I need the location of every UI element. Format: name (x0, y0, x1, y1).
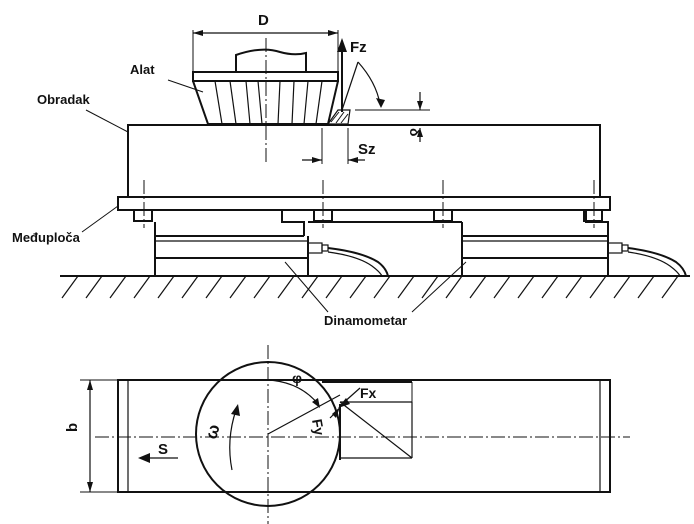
label-force-y: Fy (309, 418, 328, 437)
feed-direction: S (138, 441, 178, 463)
label-diameter: D (258, 12, 269, 29)
intermediate-plate: Međuploča (12, 196, 611, 245)
dynamometer-right (461, 210, 687, 277)
workpiece-plan (117, 379, 611, 493)
feed-sz: Sz (302, 128, 376, 164)
label-angle: φ (292, 370, 302, 386)
label-angular-velocity: ω (202, 422, 224, 441)
width-dimension: b (64, 379, 118, 493)
label-intermediate-plate: Međuploča (12, 230, 81, 245)
depth-dimension: δ (355, 92, 430, 142)
force-fz: Fz (337, 38, 385, 112)
angle-phi: φ (267, 370, 341, 435)
label-depth: δ (407, 128, 423, 137)
label-force-x: Fx (360, 385, 377, 401)
force-vectors: Fx Fy (309, 381, 413, 460)
label-feed-dir: S (158, 441, 168, 458)
tool-callout: Alat (130, 62, 204, 93)
rotation-arrow: ω (202, 404, 240, 471)
dynamometer-left (154, 210, 389, 277)
dynamometer-callout: Dinamometar (284, 261, 467, 328)
label-dynamometer: Dinamometar (324, 313, 407, 328)
ground-hatching (60, 275, 690, 299)
label-feed-z: Sz (358, 141, 376, 158)
label-width: b (64, 423, 81, 432)
bolt-heads (133, 209, 603, 222)
label-tool: Alat (130, 62, 155, 77)
label-workpiece: Obradak (37, 92, 91, 107)
label-force-z: Fz (350, 39, 367, 56)
bolt-centerlines (143, 180, 595, 228)
milling-cutter (192, 48, 351, 125)
